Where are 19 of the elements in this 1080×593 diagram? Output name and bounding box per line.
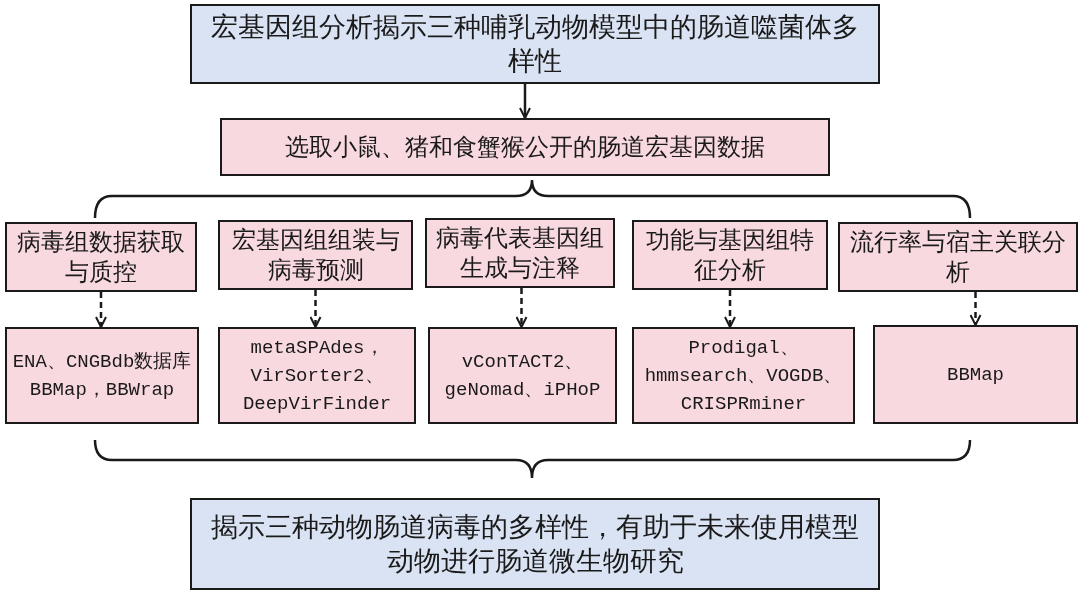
result-box: 揭示三种动物肠道病毒的多样性，有助于未来使用模型动物进行肠道微生物研究 [190,498,880,590]
tool-box: Prodigal、hmmsearch、VOGDB、CRISPRminer [632,327,855,424]
arrow [515,288,528,328]
arrow [95,292,107,328]
tool-box: ENA、CNGBdb数据库 BBMap，BBWrap [5,327,199,424]
title-box: 宏基因组分析揭示三种哺乳动物模型中的肠道噬菌体多样性 [190,4,880,84]
tool-box: metaSPAdes，VirSorter2、DeepVirFinder [218,327,416,424]
process-box: 选取小鼠、猪和食蟹猴公开的肠道宏基因数据 [220,118,830,176]
step-box: 功能与基因组特征分析 [632,220,828,290]
step-box: 病毒代表基因组生成与注释 [425,218,615,288]
step-box: 宏基因组组装与病毒预测 [218,220,413,290]
step-box: 流行率与宿主关联分析 [838,222,1078,292]
arrow [724,290,736,328]
step-box: 病毒组数据获取与质控 [5,222,197,292]
tool-box: BBMap [873,325,1078,424]
tool-box: vConTACT2、geNomad、iPHoP [428,327,617,424]
arrow [519,84,531,119]
arrow [969,292,982,326]
arrow [309,290,322,328]
